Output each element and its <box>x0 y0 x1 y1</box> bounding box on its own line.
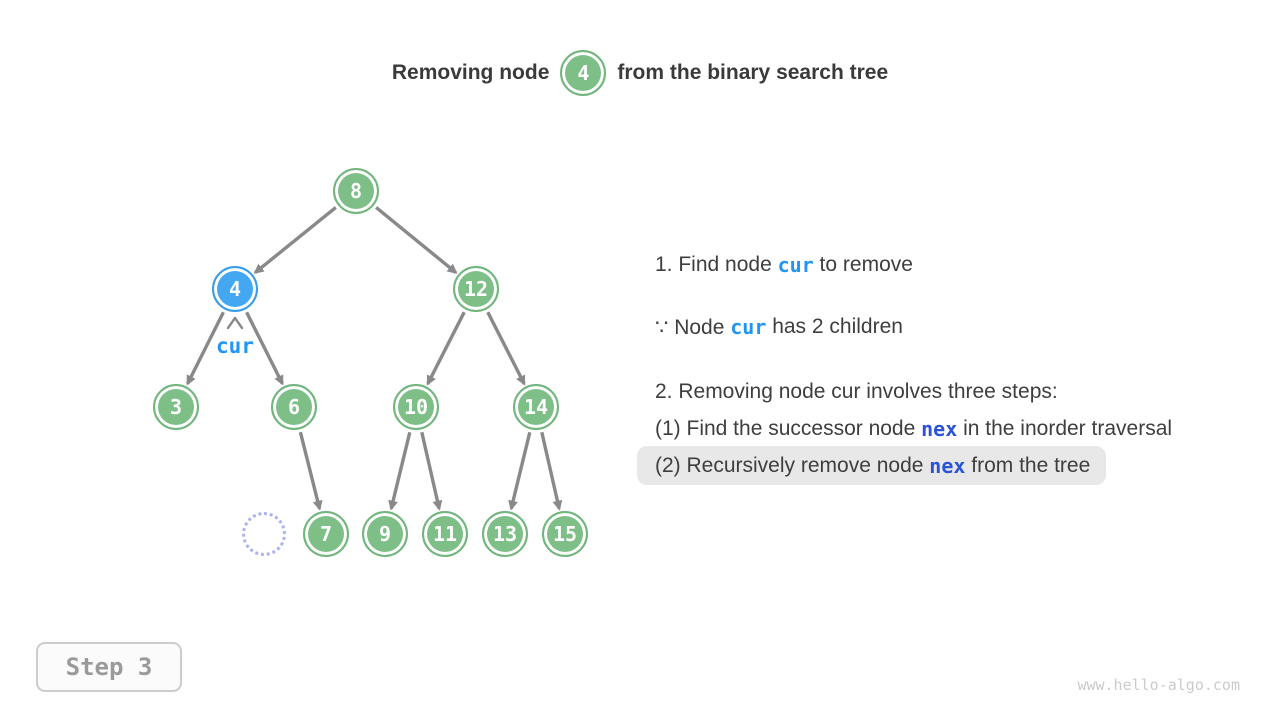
tree-node-4: 4 <box>212 266 258 312</box>
instruction-text: 1. Find node <box>655 253 778 276</box>
instruction-text: (2) Recursively remove node <box>655 453 930 477</box>
tree-node-value: 15 <box>552 522 578 546</box>
step-badge-label: Step 3 <box>65 653 153 681</box>
tree-edge-10-9 <box>388 431 412 511</box>
page-title-suffix: from the binary search tree <box>617 61 889 84</box>
tree-node-6: 6 <box>271 384 317 430</box>
tree-edge-10-11 <box>420 431 443 511</box>
tree-edge-8-12 <box>375 206 458 274</box>
instruction-text: 2. Removing node cur involves three step… <box>655 380 1058 403</box>
tree-node-10: 10 <box>393 384 439 430</box>
cur-pointer-caret-icon <box>226 316 244 330</box>
page-title: Removing node 4 from the binary search t… <box>0 50 1280 96</box>
keyword-nex: nex <box>921 417 958 441</box>
instruction-line-2: ∵ Node cur has 2 children <box>655 309 903 345</box>
instruction-text: in the inorder traversal <box>957 417 1173 440</box>
title-node-label: 4 <box>577 61 590 85</box>
tree-node-value: 6 <box>287 395 301 419</box>
tree-edge-4-6 <box>245 311 284 386</box>
instruction-line-5: (2) Recursively remove node nex from the… <box>637 446 1107 485</box>
tree-node-value: 7 <box>319 522 333 546</box>
tree-node-value: 9 <box>378 522 392 546</box>
tree-node-value: 8 <box>349 179 363 203</box>
step-badge: Step 3 <box>36 642 182 692</box>
instruction-line-3: 2. Removing node cur involves three step… <box>655 374 1058 410</box>
tree-node-11: 11 <box>422 511 468 557</box>
tree-edge-4-3 <box>186 311 225 386</box>
tree-node-12: 12 <box>453 266 499 312</box>
keyword-cur: cur <box>730 315 767 339</box>
tree-edge-12-10 <box>426 311 466 386</box>
tree-node-15: 15 <box>542 511 588 557</box>
tree-node-placeholder <box>242 512 286 556</box>
tree-node-13: 13 <box>482 511 528 557</box>
tree-edge-14-13 <box>508 431 532 511</box>
tree-edge-8-4 <box>253 206 337 274</box>
instruction-text: ∵ Node <box>655 315 731 339</box>
title-node-circle: 4 <box>560 50 607 96</box>
keyword-cur: cur <box>777 253 814 277</box>
instruction-text: from the tree <box>965 453 1091 477</box>
tree-node-value: 12 <box>463 277 489 301</box>
tree-node-value: 11 <box>432 522 458 546</box>
tree-node-3: 3 <box>153 384 199 430</box>
instruction-text: (1) Find the successor node <box>655 417 922 440</box>
tree-node-value: 13 <box>492 522 518 546</box>
tree-node-14: 14 <box>513 384 559 430</box>
tree-node-value: 3 <box>169 395 183 419</box>
tree-node-value: 4 <box>228 277 242 301</box>
tree-edge-6-7 <box>298 431 323 511</box>
tree-edge-12-14 <box>486 311 526 386</box>
tree-node-value: 14 <box>523 395 549 419</box>
watermark-url: www.hello-algo.com <box>1077 676 1240 694</box>
instruction-text: has 2 children <box>766 315 903 338</box>
instruction-line-4: (1) Find the successor node nex in the i… <box>655 411 1172 447</box>
tree-node-9: 9 <box>362 511 408 557</box>
cur-pointer-label: cur <box>216 334 254 358</box>
tree-node-value: 10 <box>403 395 429 419</box>
tree-node-7: 7 <box>303 511 349 557</box>
tree-node-8: 8 <box>333 168 379 214</box>
page-title-prefix: Removing node <box>391 61 550 84</box>
tree-edge-14-15 <box>540 431 563 511</box>
instruction-line-1: 1. Find node cur to remove <box>655 247 913 283</box>
instruction-text: to remove <box>813 253 913 276</box>
keyword-nex: nex <box>929 453 966 478</box>
